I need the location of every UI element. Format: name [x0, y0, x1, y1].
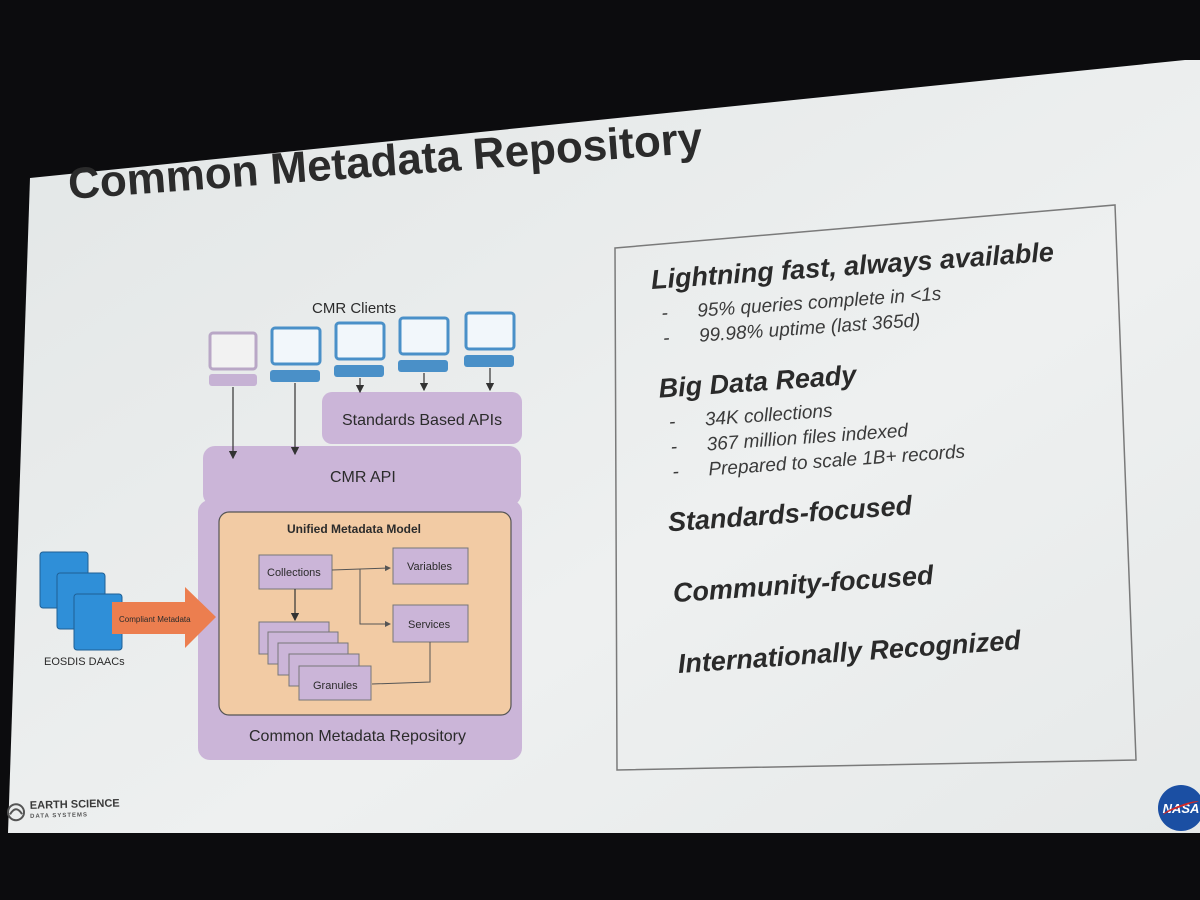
section-big-data: Big Data Ready -34K collections -367 mil…	[658, 346, 1068, 486]
services-label: Services	[408, 619, 451, 631]
daacs-stack-icon	[39, 551, 123, 651]
collections-label: Collections	[267, 567, 321, 579]
standards-apis-label: Standards Based APIs	[342, 412, 502, 429]
compliant-metadata-arrow	[112, 587, 216, 648]
cmr-clients-label: CMR Clients	[312, 300, 396, 317]
daacs-label: EOSDIS DAACs	[44, 656, 125, 668]
granules-stack	[258, 621, 372, 701]
esds-wordmark: EARTH SCIENCE DATA SYSTEMS	[29, 797, 120, 820]
granules-label: Granules	[313, 680, 358, 692]
client-monitor-blue-1	[270, 326, 322, 382]
section-international: Internationally Recognized	[677, 621, 1082, 680]
info-panel-frame	[614, 204, 1137, 771]
client-monitor-blue-4	[464, 311, 516, 367]
link-services-granules	[371, 642, 431, 685]
nasa-logo: NASA	[1158, 785, 1200, 831]
client-monitor-gray	[208, 331, 258, 386]
cmr-api-label: CMR API	[330, 469, 396, 486]
compliant-metadata-label: Compliant Metadata	[119, 615, 191, 624]
umm-title: Unified Metadata Model	[287, 522, 421, 536]
repository-label: Common Metadata Repository	[249, 728, 466, 745]
section-heading: Community-focused	[671, 560, 935, 609]
section-heading: Standards-focused	[666, 490, 913, 538]
client-monitor-blue-3	[398, 316, 450, 372]
info-panel: Lightning fast, always available -95% qu…	[650, 237, 1084, 720]
section-community: Community-focused	[672, 550, 1077, 609]
section-heading: Internationally Recognized	[676, 625, 1022, 679]
client-monitor-blue-2	[334, 321, 386, 377]
standards-apis-box	[322, 392, 522, 444]
collections-box	[258, 554, 333, 590]
section-standards: Standards-focused	[667, 479, 1072, 538]
esds-logo: EARTH SCIENCE DATA SYSTEMS	[6, 797, 120, 824]
services-box	[392, 604, 469, 643]
link-collections-variables	[331, 565, 391, 572]
link-collections-services	[359, 569, 391, 627]
variables-box	[392, 547, 469, 585]
cmr-api-box	[203, 446, 521, 506]
esds-mark-icon	[7, 803, 26, 822]
variables-label: Variables	[407, 561, 453, 573]
